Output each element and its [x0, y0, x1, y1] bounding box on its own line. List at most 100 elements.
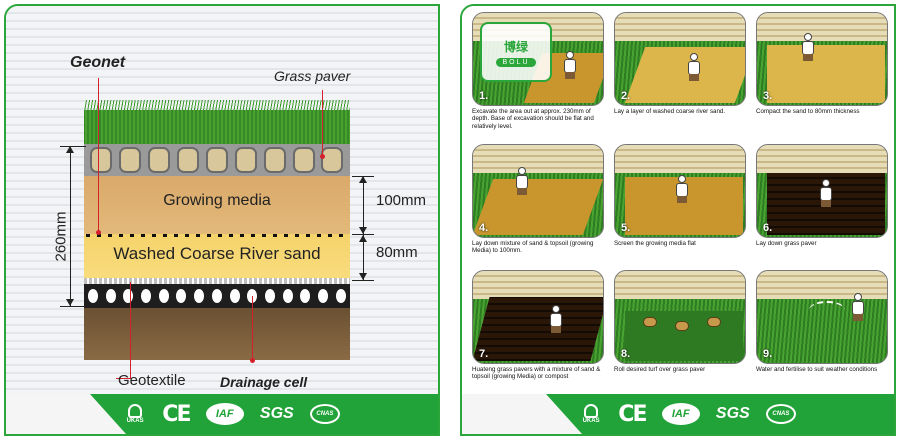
worker-icon [849, 293, 867, 321]
wall [615, 13, 745, 41]
wall [757, 145, 887, 173]
dim-bottom-tick [60, 306, 86, 307]
grasspaver-callout-dot [320, 154, 325, 159]
dim-80-line [363, 234, 364, 280]
growing-media-area [473, 179, 603, 235]
sgs-badge: SGS [715, 405, 750, 422]
footer-swoosh [462, 394, 582, 434]
worker-icon [547, 305, 565, 333]
dim-260-line [70, 146, 71, 306]
step-9: 9. Water and fertilise to suit weather c… [756, 270, 890, 373]
step-2-caption: Lay a layer of washed coarse river sand. [614, 108, 726, 115]
arrow-down-icon [359, 273, 367, 280]
growing-media-layer [84, 176, 350, 234]
step-5-illustration: 5. [614, 144, 746, 238]
geonet-label: Geonet [70, 54, 126, 71]
step-2-illustration: 2. [614, 12, 746, 106]
paver-cell [148, 147, 171, 173]
drainage-hole [282, 289, 293, 303]
arrow-up-icon [359, 176, 367, 183]
step-3: 3. Compact the sand to 80mm thickness [756, 12, 890, 115]
drainage-hole [176, 289, 187, 303]
grass-paver-label: Grass paver [274, 68, 351, 84]
step-1-caption: Excavate the area out at approx. 230mm o… [472, 108, 594, 130]
step-6-illustration: 6. [756, 144, 888, 238]
water-spray-icon [809, 301, 845, 319]
drainage-callout-line [252, 296, 253, 360]
logo-brand: BOLU [496, 57, 536, 67]
drainage-hole [318, 289, 329, 303]
grass-paver-layer [84, 144, 350, 176]
brand-logo: 博绿 BOLU [480, 22, 552, 82]
drainage-cell-label: Drainage cell [220, 374, 308, 390]
wall [473, 145, 603, 173]
geotextile-label: Geotextile [118, 372, 186, 389]
step-4-number: 4. [479, 222, 489, 234]
cnas-badge: CNAS [309, 404, 340, 424]
grass-layer [84, 110, 350, 146]
worker-icon [685, 53, 703, 81]
step-4-caption: Lay down mixture of sand & topsoil (grow… [472, 240, 594, 255]
turf-roll-icon [675, 321, 689, 331]
dim-260-label: 260mm [52, 211, 70, 262]
ukas-text: UKAS [582, 418, 600, 424]
step-7-illustration: 7. [472, 270, 604, 364]
step-7: 7. Huateng grass pavers with a mixture o… [472, 270, 606, 381]
wall [757, 13, 887, 41]
grasspaver-callout-line [322, 90, 323, 156]
dim-100-label: 100mm [376, 192, 427, 209]
worker-icon [673, 175, 691, 203]
paver-cell [234, 147, 257, 173]
paver-cell [205, 147, 228, 173]
drainage-cell-layer [84, 284, 350, 308]
step-3-number: 3. [763, 90, 773, 102]
drainage-hole [300, 289, 311, 303]
sgs-badge: SGS [259, 405, 294, 422]
geotextile-layer [84, 278, 350, 284]
paver-cell [292, 147, 315, 173]
arrow-down-icon [66, 299, 74, 306]
soil-layer [84, 308, 350, 360]
sand-layer [84, 234, 350, 280]
step-3-illustration: 3. [756, 12, 888, 106]
certification-bar: UKAS CE IAF SGS CNAS [462, 394, 894, 434]
step-7-number: 7. [479, 348, 489, 360]
step-8: 8. Roll desired turf over grass paver [614, 270, 748, 373]
installation-steps-panel: 1. Excavate the area out at approx. 230m… [460, 4, 896, 436]
paver-cell [90, 147, 113, 173]
drainage-hole [158, 289, 169, 303]
drainage-hole [194, 289, 205, 303]
step-5: 5. Screen the growing media flat [614, 144, 748, 247]
step-2: 2. Lay a layer of washed coarse river sa… [614, 12, 748, 115]
washed-sand-label: Washed Coarse River sand [113, 244, 321, 263]
ukas-text: UKAS [126, 418, 144, 424]
paver-cell [321, 147, 344, 173]
ce-badge: CE [162, 401, 191, 427]
growing-media-label: Growing media [163, 192, 271, 209]
drainage-hole [141, 289, 152, 303]
paver-cell [119, 147, 142, 173]
step-4-illustration: 4. [472, 144, 604, 238]
ce-badge: CE [618, 401, 647, 427]
dim-80-label: 80mm [376, 244, 418, 261]
wall [757, 271, 887, 299]
arrow-down-icon [359, 227, 367, 234]
step-7-caption: Huateng grass pavers with a mixture of s… [472, 366, 601, 381]
dim-right-tick [352, 280, 374, 281]
paver-cell [177, 147, 200, 173]
geonet-line [86, 234, 348, 237]
worker-icon [513, 167, 531, 195]
step-8-illustration: 8. [614, 270, 746, 364]
turf-roll-icon [707, 317, 721, 327]
iaf-badge: IAF [205, 403, 244, 425]
step-9-number: 9. [763, 348, 773, 360]
step-5-number: 5. [621, 222, 631, 234]
worker-icon [561, 51, 579, 79]
certification-bar: UKAS CE IAF SGS CNAS [6, 394, 438, 434]
wall [473, 271, 603, 299]
wall [615, 145, 745, 173]
drainage-hole [265, 289, 276, 303]
drainage-hole [229, 289, 240, 303]
geonet-callout-line [98, 78, 99, 232]
step-1-number: 1. [479, 90, 489, 102]
